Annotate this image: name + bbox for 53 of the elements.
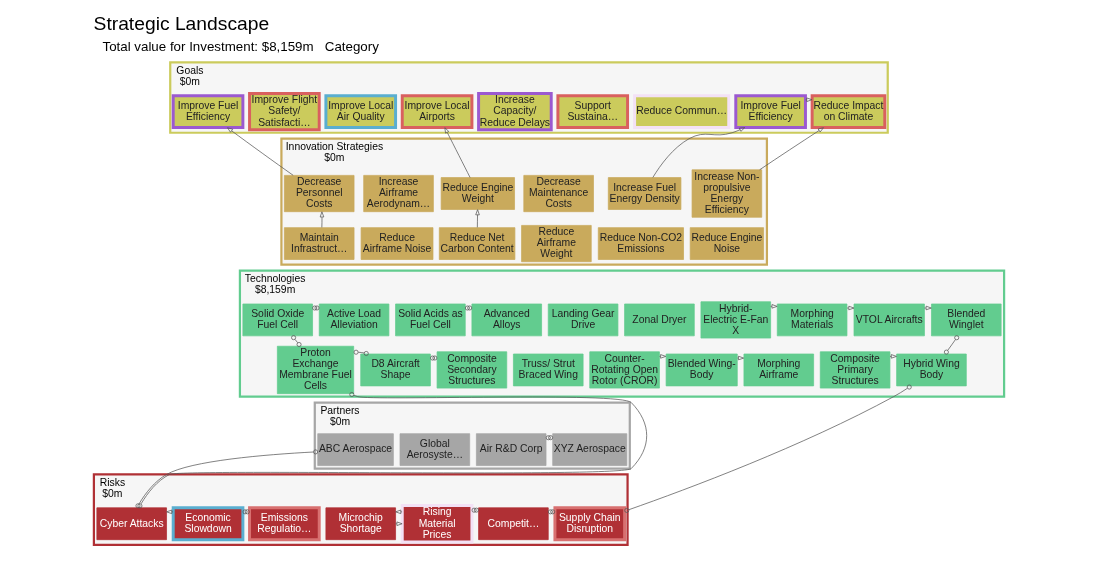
node-box: Improve Local Air Quality	[323, 94, 397, 130]
node-box: Reduce Airframe Noise	[360, 227, 433, 260]
arrow	[923, 305, 932, 311]
arrow	[889, 354, 897, 359]
node-box: Composite Secondary Structures	[436, 351, 507, 389]
node-box: Global Aerosyste…	[399, 433, 470, 466]
node-box: Reduce Engine Noise	[689, 227, 764, 260]
node-box: Hybrid Wing Body	[895, 353, 967, 387]
node-box: Reduce Net Carbon Content	[438, 227, 515, 260]
node-box: Reduce Non-CO2 Emissions	[597, 227, 684, 260]
node-box: Increase Non-propulsive Energy Efficiency	[691, 169, 762, 218]
node-box: Improve Flight Safety/ Satisfacti…	[247, 92, 321, 132]
arrow	[846, 305, 854, 311]
label: Category	[324, 38, 379, 54]
connector	[353, 349, 369, 356]
connector	[943, 335, 959, 355]
node-box: Decrease Personnel Costs	[283, 175, 354, 213]
node-box: Increase Capacity/ Reduce Delays	[476, 92, 553, 132]
node-box: Air R&D Corp	[475, 433, 546, 466]
node-box: Reduce Airframe Weight	[520, 225, 592, 263]
node-box: Blended Winglet	[930, 303, 1001, 337]
node-box: Morphing Airframe	[743, 353, 814, 387]
diagram-title: Strategic Landscape	[93, 12, 269, 34]
arrow	[226, 127, 294, 176]
node-box: Cyber Attacks	[96, 507, 167, 541]
arrow	[651, 127, 745, 178]
node-box: Solid Oxide Fuel Cell	[242, 303, 313, 337]
node-box: Landing Gear Drive	[547, 303, 618, 337]
node-box: ABC Aerospace	[316, 433, 394, 466]
node-box: Improve Local Airports	[400, 94, 473, 130]
arrow	[319, 211, 324, 228]
node-box: Solid Acids as Fuel Cell	[394, 303, 466, 337]
node-box: Maintain Infrastruct…	[283, 227, 354, 260]
node-box: Truss/ Strut Braced Wing	[512, 353, 583, 387]
node-box: Advanced Alloys	[471, 303, 542, 337]
node-box: Reduce Engine Weight	[440, 177, 515, 210]
arrow	[474, 209, 480, 228]
connector	[135, 449, 318, 509]
node-box: Reduce Impact on Climate	[810, 94, 886, 130]
arrow	[165, 509, 173, 514]
label: Total value for Investment: $8,159m	[101, 38, 314, 54]
connector	[290, 335, 301, 347]
node-box: Improve Fuel Efficiency	[171, 94, 244, 130]
connector	[623, 384, 912, 513]
node-box: Increase Fuel Energy Density	[607, 177, 681, 210]
node-box: Decrease Maintenance Costs	[522, 175, 594, 213]
node-box: Reduce Commun…	[632, 94, 730, 130]
arrow	[394, 509, 402, 514]
arrow	[443, 127, 470, 178]
node-box: Support Sustaina…	[555, 94, 629, 130]
node-box: Zonal Dryer	[623, 303, 695, 337]
node-box: Increase Airframe Aerodynam…	[362, 175, 434, 213]
arrow	[758, 127, 824, 171]
